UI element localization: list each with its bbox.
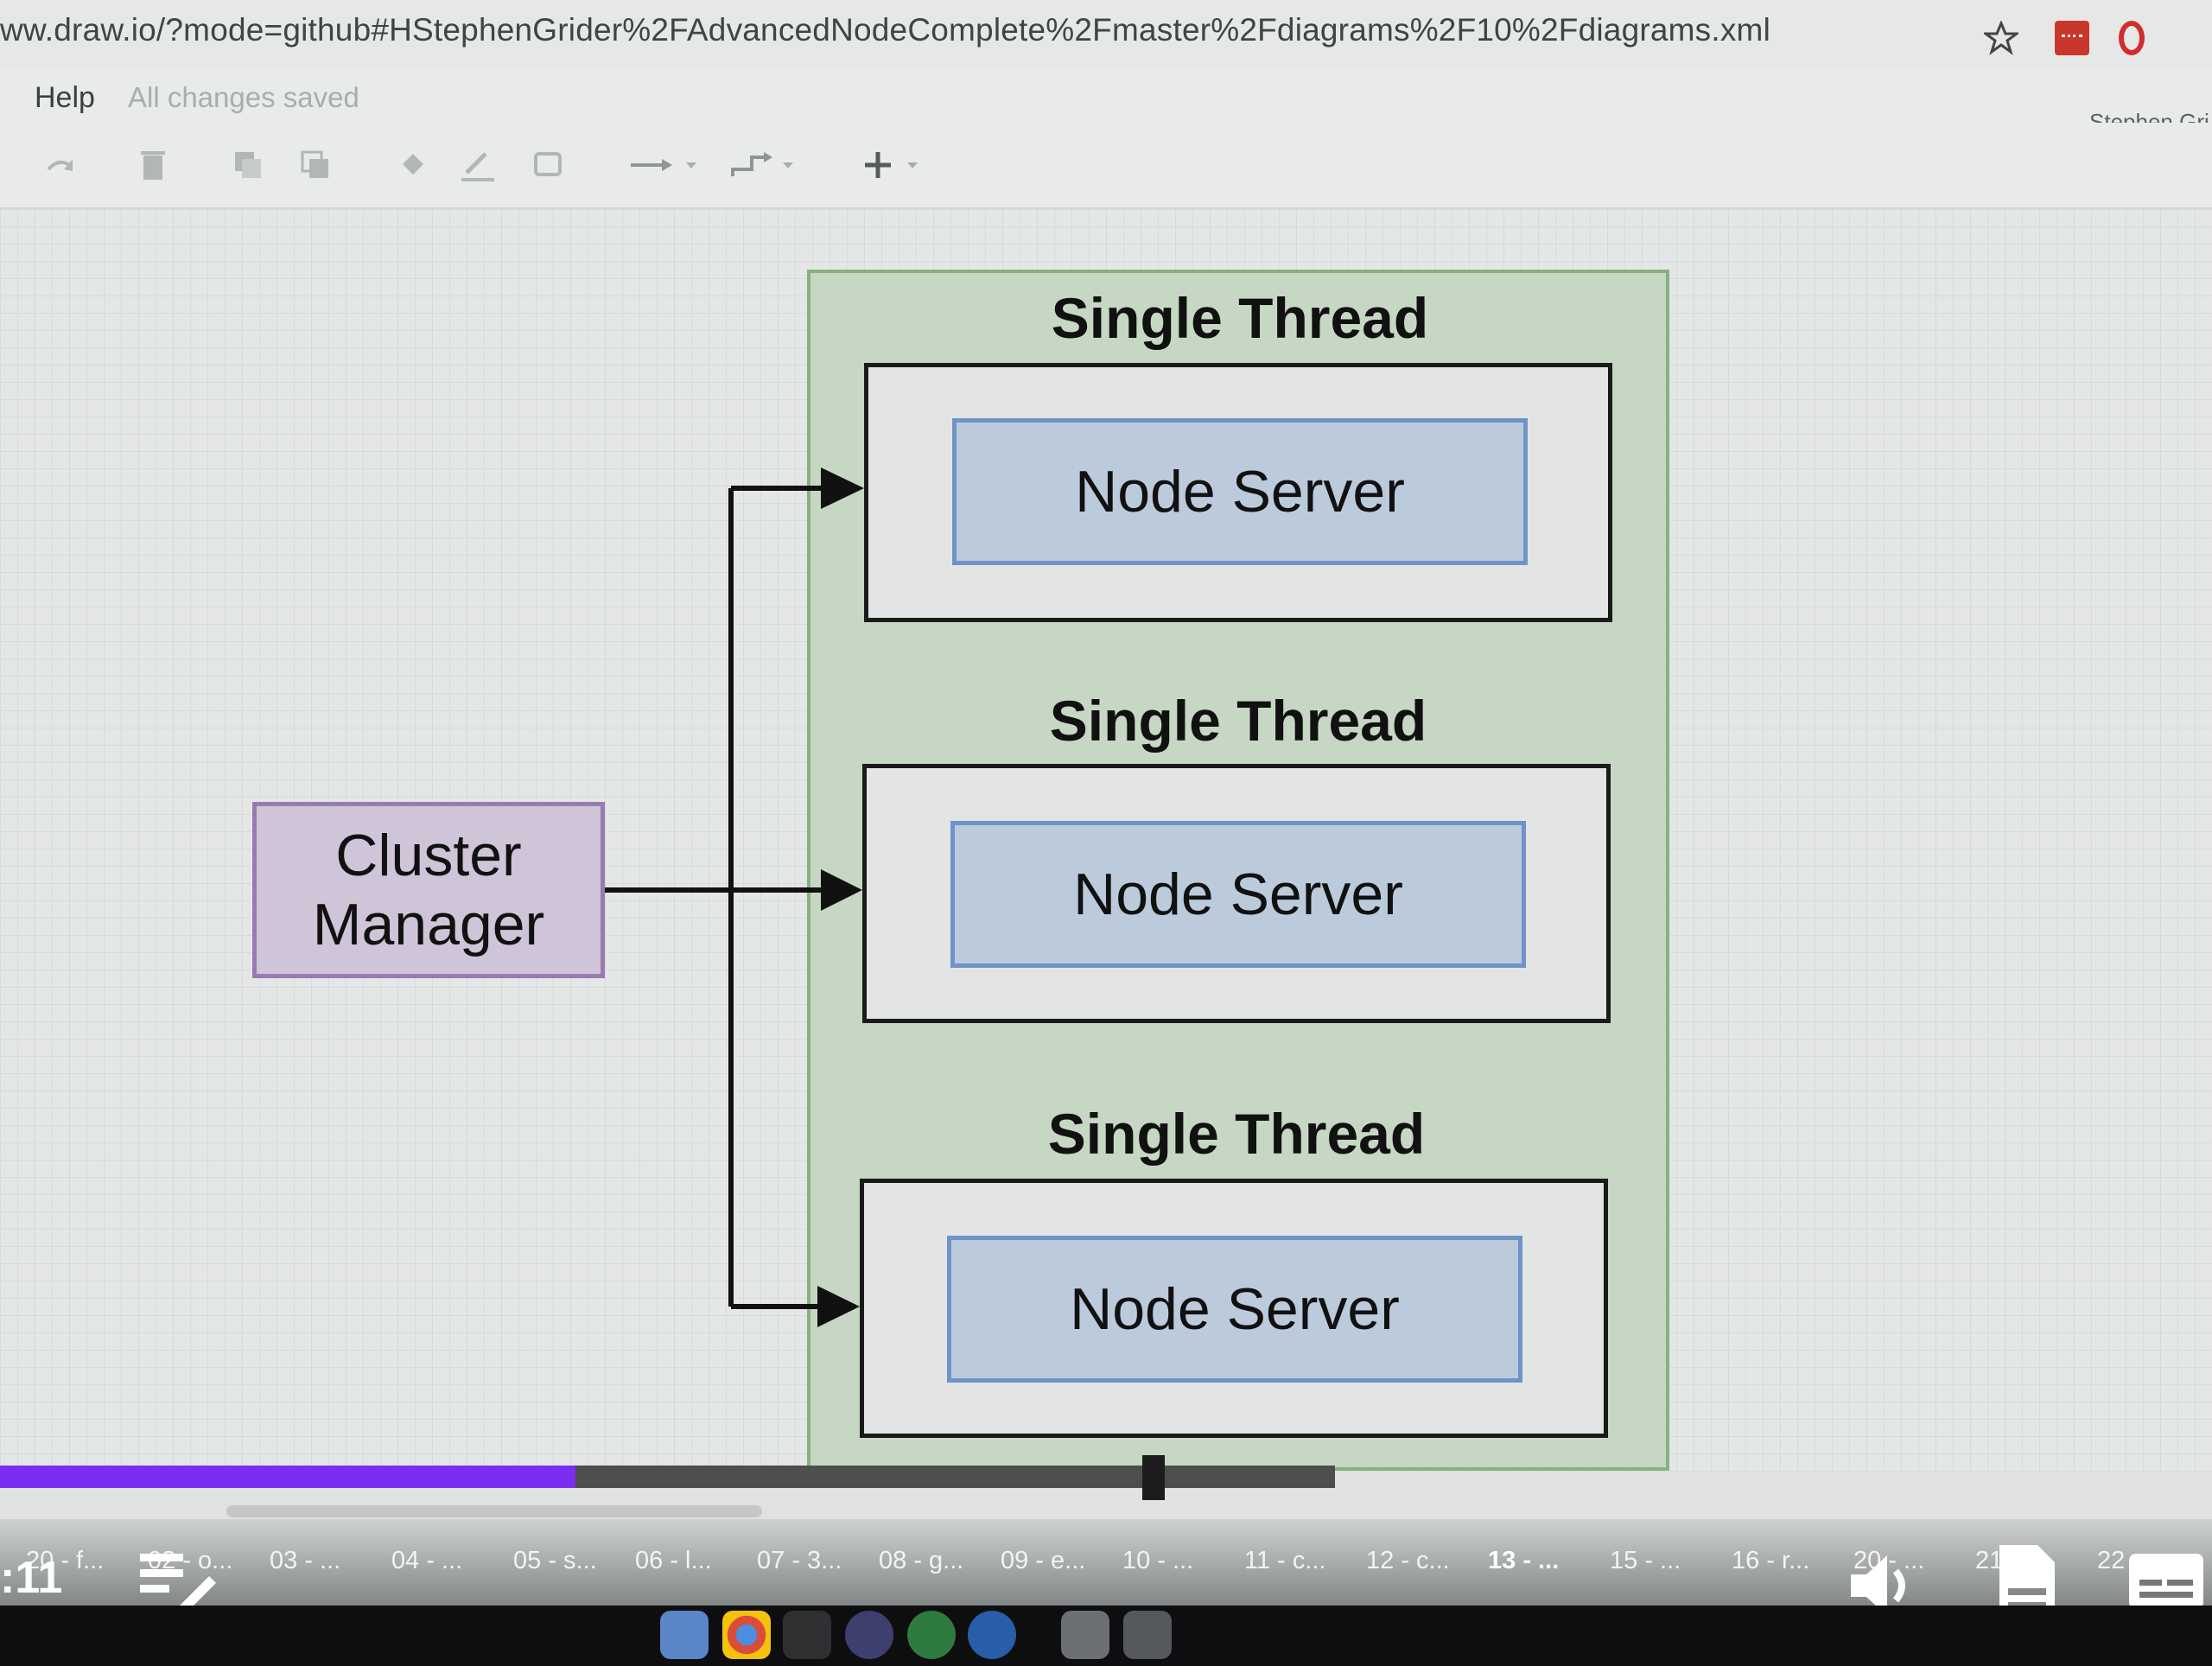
trash-icon[interactable] bbox=[1123, 1611, 1172, 1659]
chapter-item[interactable]: 04 - ... bbox=[391, 1547, 463, 1574]
redo-icon[interactable] bbox=[40, 145, 79, 185]
chapter-item[interactable]: 15 - ... bbox=[1610, 1547, 1681, 1574]
to-front-icon[interactable] bbox=[228, 145, 268, 185]
chapter-item[interactable]: 09 - e... bbox=[1001, 1547, 1086, 1574]
terminal-icon[interactable] bbox=[783, 1611, 831, 1659]
video-progress-fill bbox=[0, 1466, 575, 1488]
opera-extension-icon[interactable] bbox=[2119, 21, 2145, 55]
address-bar[interactable]: ww.draw.io/?mode=github#HStephenGrider%2… bbox=[0, 0, 2212, 71]
connection-icon[interactable] bbox=[627, 145, 705, 185]
chapter-item[interactable]: 13 - ... bbox=[1488, 1547, 1560, 1574]
thread-title[interactable]: Single Thread bbox=[1047, 1102, 1426, 1166]
help-menu[interactable]: Help bbox=[35, 81, 95, 114]
chapter-item[interactable]: 06 - l... bbox=[635, 1547, 712, 1574]
chapter-item[interactable]: 11 - c... bbox=[1244, 1547, 1326, 1574]
save-status: All changes saved bbox=[128, 81, 359, 113]
insert-icon[interactable] bbox=[859, 145, 937, 185]
arrowhead-thread-3 bbox=[817, 1286, 860, 1327]
node-server-box[interactable]: Node Server bbox=[952, 418, 1528, 565]
cluster-manager-label-line2: Manager bbox=[312, 892, 545, 957]
shadow-icon[interactable] bbox=[529, 145, 569, 185]
toolbar bbox=[0, 123, 2212, 209]
player-chapter-bar bbox=[0, 1519, 2212, 1606]
chapter-item[interactable]: 05 - s... bbox=[513, 1547, 597, 1574]
delete-icon[interactable] bbox=[133, 145, 173, 185]
captions-icon[interactable] bbox=[2126, 1547, 2207, 1616]
folder-icon[interactable] bbox=[1061, 1611, 1109, 1659]
fill-color-icon[interactable] bbox=[394, 145, 434, 185]
node-server-box[interactable]: Node Server bbox=[950, 821, 1526, 968]
video-progress-handle[interactable] bbox=[1142, 1455, 1165, 1500]
chapter-item[interactable]: 12 - c... bbox=[1366, 1547, 1450, 1574]
volume-icon[interactable] bbox=[1844, 1547, 1922, 1625]
node-server-box[interactable]: Node Server bbox=[947, 1236, 1522, 1383]
time-label: :11 bbox=[0, 1553, 63, 1603]
url-text[interactable]: ww.draw.io/?mode=github#HStephenGrider%2… bbox=[0, 12, 1771, 48]
menu-bar bbox=[0, 69, 2212, 123]
chapter-item[interactable]: 20 - f... bbox=[26, 1547, 105, 1574]
waypoints-icon[interactable] bbox=[728, 145, 805, 185]
cluster-manager-box[interactable]: Cluster Manager bbox=[252, 802, 605, 978]
app-icon[interactable] bbox=[907, 1611, 956, 1659]
thread-title[interactable]: Single Thread bbox=[1051, 286, 1429, 350]
chapter-item[interactable]: 08 - g... bbox=[879, 1547, 964, 1574]
chapter-item[interactable]: 20 - ... bbox=[1853, 1547, 1925, 1574]
chapter-item[interactable]: 03 - ... bbox=[270, 1547, 341, 1574]
star-icon[interactable] bbox=[1981, 20, 2021, 55]
canvas-scrollbar[interactable] bbox=[226, 1505, 762, 1517]
line-color-icon[interactable] bbox=[458, 145, 498, 185]
cluster-manager-label-line1: Cluster bbox=[335, 823, 522, 888]
arrowhead-thread-2 bbox=[821, 869, 862, 911]
arrowhead-thread-1 bbox=[821, 467, 864, 509]
chrome-icon[interactable] bbox=[722, 1611, 771, 1659]
chapter-item[interactable]: 16 - r... bbox=[1732, 1547, 1810, 1574]
finder-icon[interactable] bbox=[660, 1611, 709, 1659]
to-back-icon[interactable] bbox=[296, 145, 335, 185]
editor-icon[interactable] bbox=[845, 1611, 893, 1659]
lastpass-extension-icon[interactable] bbox=[2055, 21, 2089, 55]
chapter-item[interactable]: 07 - 3... bbox=[757, 1547, 842, 1574]
browser-icon[interactable] bbox=[968, 1611, 1016, 1659]
chapter-item[interactable]: 10 - ... bbox=[1122, 1547, 1194, 1574]
thread-title[interactable]: Single Thread bbox=[1049, 689, 1427, 753]
